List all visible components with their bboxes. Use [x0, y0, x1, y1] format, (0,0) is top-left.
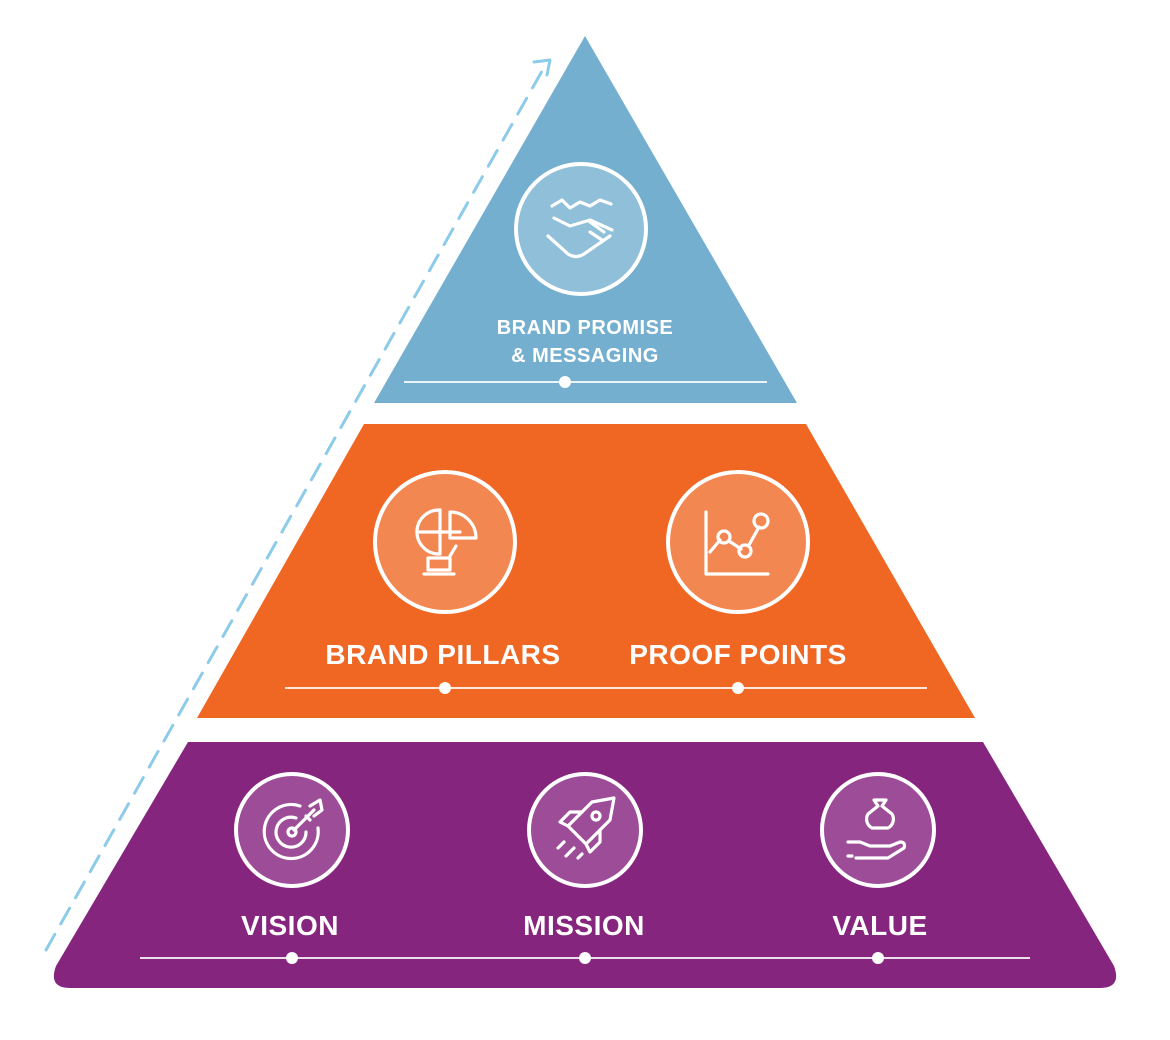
growth-arrow-head [532, 58, 552, 77]
handshake-icon-circle [514, 162, 648, 296]
target-arrow-icon-badge [234, 772, 350, 888]
tier-top: BRAND PROMISE & MESSAGING [374, 36, 797, 403]
hand-money-bag-icon-badge [820, 772, 936, 888]
hand-money-bag-icon-circle [820, 772, 936, 888]
pillars-icon [415, 508, 478, 576]
tier-bottom-dot-1 [286, 952, 298, 964]
tier-middle-shape [197, 424, 975, 718]
tier-bottom-label-3: VALUE [832, 910, 927, 941]
line-chart-icon [704, 510, 770, 576]
tier-middle: BRAND PILLARS PROOF POINTS [197, 424, 975, 718]
line-chart-icon-circle [666, 470, 810, 614]
tier-top-label-line-1: BRAND PROMISE [497, 317, 674, 339]
tier-middle-label-2: PROOF POINTS [629, 639, 847, 670]
tier-bottom-label-1: VISION [241, 910, 339, 941]
tier-bottom-label-2: MISSION [523, 910, 645, 941]
line-chart-icon-badge [666, 470, 810, 614]
tier-middle-dot-2 [732, 682, 744, 694]
rocket-icon-badge [527, 772, 643, 888]
target-arrow-icon [262, 798, 324, 861]
tier-middle-label-1: BRAND PILLARS [325, 639, 560, 670]
tier-top-dot [559, 376, 571, 388]
growth-arrow [44, 58, 552, 952]
tier-bottom: VISION MISSION VALUE [53, 742, 1117, 988]
pillars-icon-badge [373, 470, 517, 614]
handshake-icon [546, 198, 614, 259]
tier-bottom-dot-2 [579, 952, 591, 964]
tier-top-label-line-2: & MESSAGING [511, 345, 659, 367]
hand-money-bag-icon [846, 798, 907, 860]
growth-arrow-line [44, 62, 548, 952]
tier-bottom-dot-3 [872, 952, 884, 964]
target-arrow-icon-circle [234, 772, 350, 888]
handshake-icon-badge [514, 162, 648, 296]
rocket-icon-circle [527, 772, 643, 888]
pillars-icon-circle [373, 470, 517, 614]
rocket-icon [556, 796, 616, 860]
tier-middle-dot-1 [439, 682, 451, 694]
